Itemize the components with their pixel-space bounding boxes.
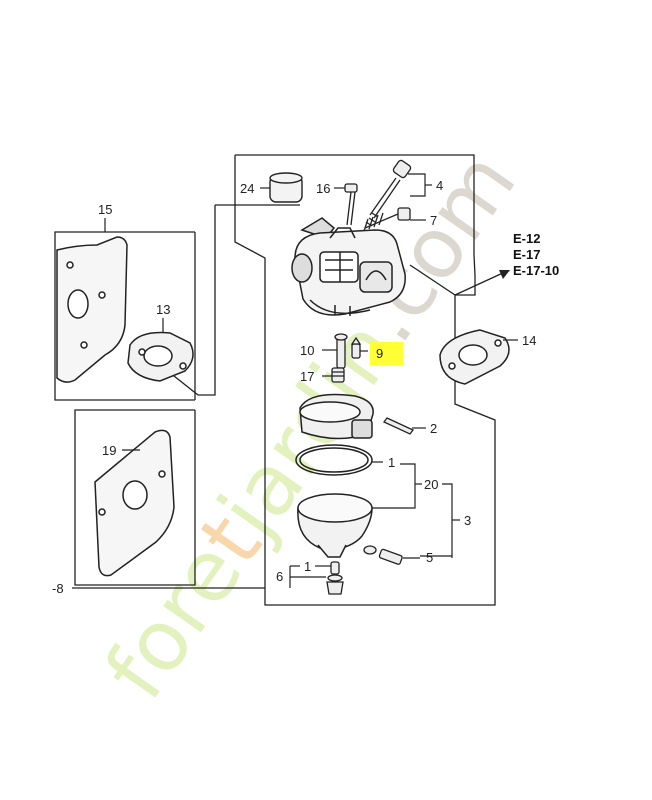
- label-part-19: 19: [102, 443, 116, 458]
- part-9-highlight: [370, 342, 403, 365]
- part-1-oring: [295, 444, 373, 476]
- label-part-5: 5: [426, 550, 433, 565]
- label-part-4: 4: [436, 178, 443, 193]
- reference-e17-10: E-17-10: [513, 263, 559, 278]
- label-part-7: 7: [430, 213, 437, 228]
- float-bowl: [297, 493, 373, 558]
- part-16-bolt: [344, 183, 358, 226]
- reference-e12: E-12: [513, 231, 540, 246]
- part-2-pin: [382, 417, 415, 435]
- label-part-10: 10: [300, 343, 314, 358]
- label-part-3: 3: [464, 513, 471, 528]
- label-part-16: 16: [316, 181, 330, 196]
- label-part-20: 20: [424, 477, 438, 492]
- part-10-jet: [334, 333, 348, 369]
- part-17-main-jet: [331, 367, 345, 383]
- part-5-drain-screw: [363, 545, 403, 565]
- float: [299, 393, 374, 440]
- part-24-cap: [269, 172, 303, 203]
- part-15-plate: [56, 236, 128, 383]
- label-part-14: 14: [522, 333, 536, 348]
- label-part-15: 15: [98, 202, 112, 217]
- label-part-13: 13: [156, 302, 170, 317]
- label-part-24: 24: [240, 181, 254, 196]
- part-labels: 24 16 4 7 15 13 14 10 9 17 2 1 20 3 5 19…: [52, 178, 536, 596]
- part-19-plate: [94, 429, 175, 577]
- part-9-nozzle: [350, 336, 362, 359]
- reference-e17: E-17: [513, 247, 540, 262]
- part-6-bolt: [326, 561, 344, 595]
- reference-arrow: [454, 270, 510, 296]
- label-part-1-bolt: 1: [304, 559, 311, 574]
- leader-lines: [104, 173, 518, 588]
- part-4-screw: [365, 159, 412, 227]
- label-part-2: 2: [430, 421, 437, 436]
- label-part-17: 17: [300, 369, 314, 384]
- label-part-6: 6: [276, 569, 283, 584]
- part-13-gasket: [127, 331, 194, 382]
- frame-lines: [54, 154, 496, 606]
- part-7-spring-screw: [363, 207, 411, 232]
- label-part-8: -8: [52, 581, 64, 596]
- part-14-gasket: [439, 329, 510, 385]
- label-part-1-oring: 1: [388, 455, 395, 470]
- label-part-9: 9: [376, 346, 383, 361]
- carburetor-body: [291, 217, 406, 316]
- reference-labels: E-12 E-17 E-17-10: [513, 231, 559, 278]
